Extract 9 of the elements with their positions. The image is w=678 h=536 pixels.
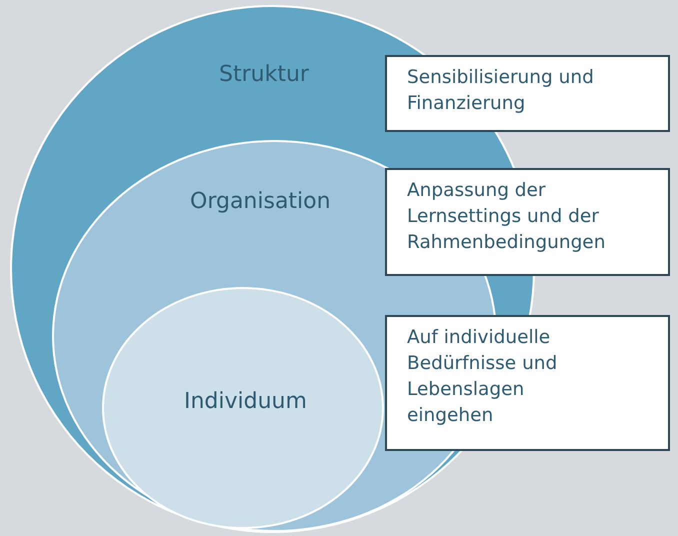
layer-label: Organisation <box>190 189 331 214</box>
layer-label: Struktur <box>219 62 309 87</box>
text-box <box>385 55 670 132</box>
box-text: Sensibilisierung und Finanzierung <box>407 66 595 116</box>
box-text: Anpassung der Lernsettings und der Rahmenbedingungen <box>407 179 606 255</box>
text-box <box>385 168 670 276</box>
text-box <box>385 315 670 451</box>
box-text: Auf individuelle Bedürfnisse und Lebenslagen eingehen <box>407 326 558 428</box>
layer-label: Individuum <box>184 389 307 414</box>
